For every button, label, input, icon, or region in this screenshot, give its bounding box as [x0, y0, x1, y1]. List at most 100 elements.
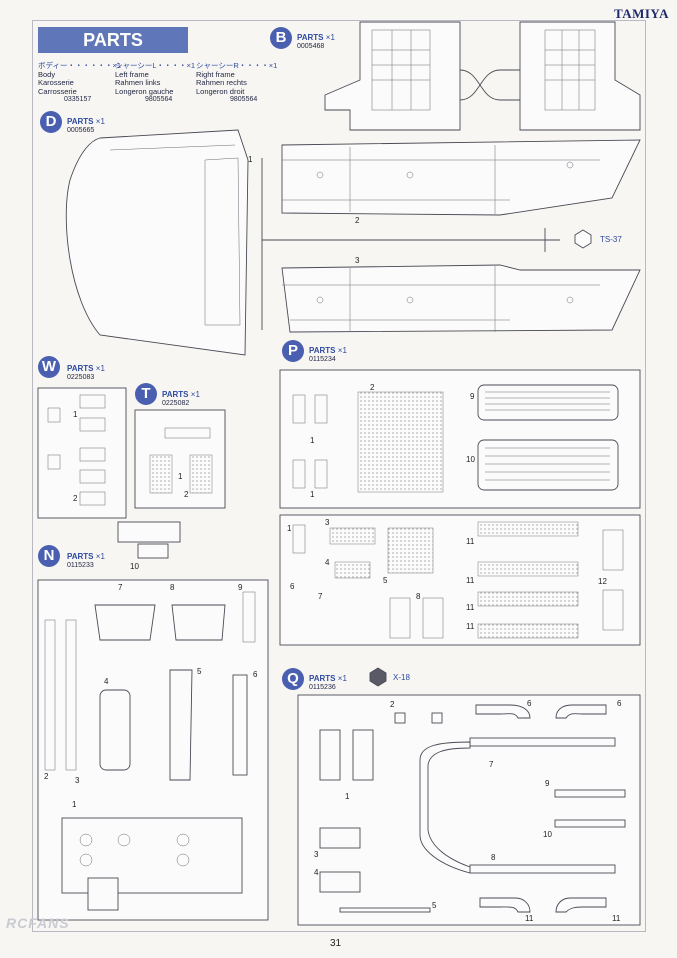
- part-number: 6: [527, 699, 532, 708]
- page-frame: [32, 20, 646, 932]
- legend-jp: シャーシーR・・・・×1: [196, 61, 278, 70]
- parts-tree-w: [37, 387, 127, 519]
- part-number: 11: [466, 603, 475, 612]
- legend-line: Karosserie: [38, 78, 74, 87]
- part-number: 2: [370, 383, 375, 392]
- brand-logo: TAMIYA: [613, 6, 669, 21]
- part-number: 11: [466, 622, 475, 631]
- part-number: 9: [545, 779, 550, 788]
- part-number: 3: [314, 850, 319, 859]
- part-number: 4: [325, 558, 330, 567]
- page-number: 31: [330, 938, 342, 949]
- group-p-badge: P: [282, 340, 304, 362]
- group-b-badge: B: [270, 27, 292, 49]
- part-number: 1: [248, 155, 253, 164]
- parts-label: PARTS: [297, 33, 324, 42]
- part-number: 5: [197, 667, 202, 676]
- part-number: 1: [73, 410, 78, 419]
- group-n-code: 0115233: [67, 562, 94, 569]
- part-number: 1: [178, 472, 183, 481]
- part-number: 7: [118, 583, 123, 592]
- part-number: 5: [383, 576, 388, 585]
- part-number: 8: [416, 592, 421, 601]
- part-number: 7: [489, 760, 494, 769]
- group-b-code: 0005468: [297, 43, 325, 50]
- part-number: 1: [345, 792, 350, 801]
- group-w-label: PARTS ×1: [67, 364, 105, 373]
- part-number: 3: [325, 518, 330, 527]
- legend-line: Longeron droit: [196, 86, 245, 96]
- legend-line: Carrosserie: [38, 86, 77, 96]
- paint-callout: TS-37: [600, 235, 622, 244]
- qty-label: ×1: [95, 117, 105, 126]
- group-q-code: 0115236: [309, 684, 336, 691]
- part-number: 6: [617, 699, 622, 708]
- part-number: 6: [253, 670, 258, 679]
- part-number: 4: [314, 868, 319, 877]
- legend-code: 0335157: [64, 96, 92, 103]
- qty-label: ×1: [95, 552, 105, 561]
- parts-tree-b: [324, 21, 641, 131]
- part-number: 10: [466, 455, 475, 464]
- part-number: 8: [491, 853, 496, 862]
- paint-callout: X-18: [393, 673, 410, 682]
- qty-label: ×1: [337, 346, 347, 355]
- part-number: 11: [612, 914, 621, 923]
- legend-line: Longeron gauche: [115, 86, 174, 96]
- part-number: 10: [130, 562, 139, 571]
- group-p-code: 0115234: [309, 356, 336, 363]
- part-number: 2: [355, 216, 360, 225]
- part-number: 4: [104, 677, 109, 686]
- part-number: 3: [75, 776, 80, 785]
- parts-tree-n: [37, 521, 269, 921]
- legend-line: Rahmen links: [115, 78, 161, 87]
- part-number: 9: [470, 392, 475, 401]
- legend-line: Body: [38, 69, 56, 79]
- qty-label: ×1: [190, 390, 200, 399]
- part-number: 11: [466, 537, 475, 546]
- group-q-badge: Q: [282, 668, 304, 690]
- parts-label: PARTS: [67, 364, 94, 373]
- legend-right-frame: シャーシーR・・・・×1 Right frame Rahmen rechts L…: [196, 61, 278, 105]
- part-number: 2: [44, 772, 49, 781]
- parts-banner: PARTS: [38, 27, 188, 53]
- group-p-label: PARTS ×1: [309, 346, 347, 355]
- parts-tree-p: [279, 369, 641, 646]
- part-number: 1: [72, 800, 77, 809]
- part-number: 2: [184, 490, 189, 499]
- part-number: 1: [310, 436, 315, 445]
- part-number: 1: [310, 490, 315, 499]
- part-number: 12: [598, 577, 607, 586]
- part-number: 3: [355, 256, 360, 265]
- part-number: 5: [432, 901, 437, 910]
- qty-label: ×1: [325, 33, 335, 42]
- legend-code: 9805564: [145, 96, 173, 103]
- watermark: RCFANS: [6, 915, 70, 931]
- parts-label: PARTS: [67, 117, 94, 126]
- part-number: 11: [466, 576, 475, 585]
- group-n-badge: N: [38, 545, 60, 567]
- group-w-badge: W: [38, 356, 60, 378]
- legend-code: 9805564: [230, 96, 258, 103]
- body-part-d: [65, 129, 249, 356]
- parts-label: PARTS: [309, 674, 336, 683]
- part-number: 2: [73, 494, 78, 503]
- parts-tree-q: [297, 667, 641, 926]
- parts-label: PARTS: [67, 552, 94, 561]
- legend-left-frame: シャーシーL・・・・×1 Left frame Rahmen links Lon…: [115, 61, 196, 105]
- part-number: 7: [318, 592, 323, 601]
- frame-rails: [261, 139, 641, 333]
- legend-jp: シャーシーL・・・・×1: [115, 61, 196, 70]
- group-w-code: 0225083: [67, 374, 95, 381]
- group-t-label: PARTS ×1: [162, 390, 200, 399]
- parts-label: PARTS: [162, 390, 189, 399]
- group-d-label: PARTS ×1: [67, 117, 105, 126]
- group-t-code: 0225082: [162, 400, 190, 407]
- qty-label: ×1: [337, 674, 347, 683]
- legend-line: Rahmen rechts: [196, 78, 247, 87]
- group-n-label: PARTS ×1: [67, 552, 105, 561]
- legend-body: ボディー・・・・・・×1 Body Karosserie Carrosserie…: [38, 61, 121, 105]
- parts-tree-t: [134, 409, 226, 509]
- legend-line: Left frame: [115, 69, 149, 79]
